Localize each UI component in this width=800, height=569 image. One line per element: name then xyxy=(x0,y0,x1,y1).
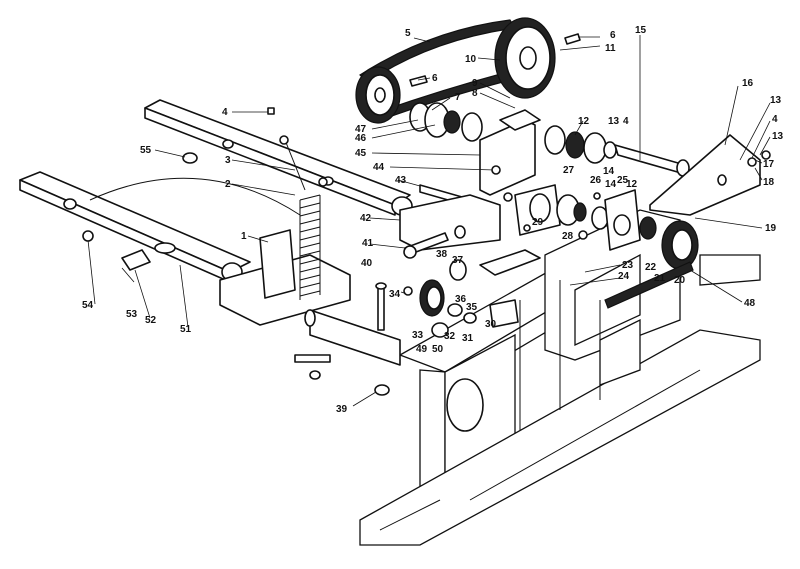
callout-9: 9 xyxy=(472,78,478,89)
callout-31: 31 xyxy=(462,333,474,344)
callout-12: 12 xyxy=(578,116,590,127)
callout-14: 14 xyxy=(605,179,617,190)
callout-16: 16 xyxy=(742,78,754,89)
callout-30: 30 xyxy=(485,319,497,330)
callout-13: 13 xyxy=(772,131,784,142)
callout-54: 54 xyxy=(82,300,94,311)
callout-4: 4 xyxy=(772,114,778,125)
callout-38: 38 xyxy=(436,249,448,260)
callout-34: 34 xyxy=(389,289,401,300)
callout-49: 49 xyxy=(416,344,428,355)
callout-21: 21 xyxy=(654,273,666,284)
callout-6: 6 xyxy=(610,30,616,41)
drive-belt-and-pulleys xyxy=(355,17,581,124)
callout-20: 20 xyxy=(674,275,686,286)
callout-53: 53 xyxy=(126,309,138,320)
callout-8: 8 xyxy=(472,88,478,99)
callout-27: 27 xyxy=(563,165,575,176)
callout-7: 7 xyxy=(455,92,461,103)
callout-14: 14 xyxy=(603,166,615,177)
callout-2: 2 xyxy=(225,179,231,190)
callout-22: 22 xyxy=(645,262,657,273)
callout-4: 4 xyxy=(623,116,629,127)
callout-51: 51 xyxy=(180,324,192,335)
jackshaft-components xyxy=(399,102,761,259)
callout-40: 40 xyxy=(361,258,373,269)
callout-4: 4 xyxy=(222,107,228,118)
callout-5: 5 xyxy=(405,28,411,39)
callout-55: 55 xyxy=(140,145,152,156)
main-frame xyxy=(359,209,761,546)
callout-37: 37 xyxy=(452,255,464,266)
idler-and-lower-pulleys xyxy=(374,184,699,396)
callout-41: 41 xyxy=(362,238,374,249)
leader-lines xyxy=(87,35,771,407)
callout-48: 48 xyxy=(744,298,756,309)
callout-52: 52 xyxy=(145,315,157,326)
lift-arm-assembly xyxy=(19,99,413,366)
callout-47: 47 xyxy=(355,124,367,135)
callout-18: 18 xyxy=(763,177,775,188)
callout-13: 13 xyxy=(608,116,620,127)
callout-36: 36 xyxy=(455,294,467,305)
callout-26: 26 xyxy=(590,175,602,186)
callout-12: 12 xyxy=(626,179,638,190)
callout-45: 45 xyxy=(355,148,367,159)
callout-10: 10 xyxy=(465,54,477,65)
callout-39: 39 xyxy=(336,404,348,415)
callout-15: 15 xyxy=(635,25,647,36)
callout-1: 1 xyxy=(241,231,247,242)
callout-42: 42 xyxy=(360,213,372,224)
callout-29: 29 xyxy=(532,217,544,228)
callout-43: 43 xyxy=(395,175,407,186)
callout-6: 6 xyxy=(432,73,438,84)
callout-46: 46 xyxy=(355,133,367,144)
callout-3: 3 xyxy=(225,155,231,166)
callout-24: 24 xyxy=(618,271,630,282)
tension-spring xyxy=(284,139,331,380)
callout-labels: 5 6 11 10 15 6 9 8 7 4 47 46 55 3 45 44 … xyxy=(82,25,784,415)
callout-35: 35 xyxy=(466,302,478,313)
callout-50: 50 xyxy=(432,344,444,355)
callout-33: 33 xyxy=(412,330,424,341)
callout-23: 23 xyxy=(622,260,634,271)
callout-13: 13 xyxy=(770,95,782,106)
callout-28: 28 xyxy=(562,231,574,242)
callout-32: 32 xyxy=(444,331,456,342)
callout-11: 11 xyxy=(605,43,616,54)
hardware-marks xyxy=(82,107,771,296)
callout-25: 25 xyxy=(617,175,629,186)
callout-19: 19 xyxy=(765,223,777,234)
callout-17: 17 xyxy=(763,159,775,170)
callout-44: 44 xyxy=(373,162,385,173)
